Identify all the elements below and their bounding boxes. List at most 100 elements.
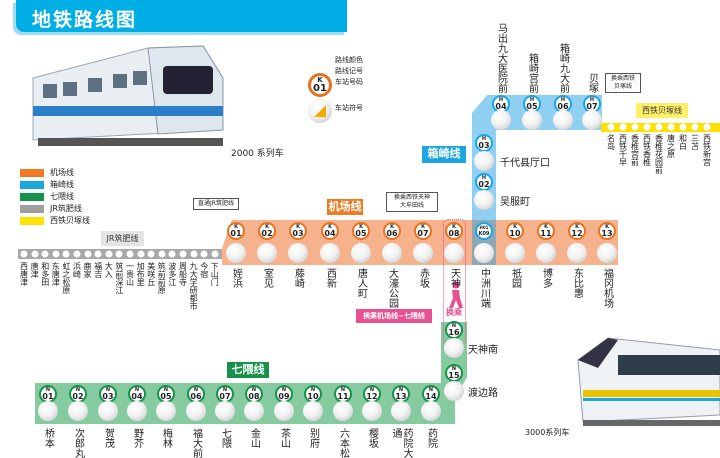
badge-station-number: 15 (448, 371, 460, 380)
station-name: 樱坂 (366, 428, 378, 448)
badge-station-number: 01 (230, 229, 242, 238)
badge-line-code: N (451, 366, 457, 372)
transfer-airport-nanakuma-label: 换乘机场线~七隈线 (356, 309, 432, 323)
station-symbol-icon (98, 401, 118, 421)
station-name: 千代县厅口 (500, 158, 550, 169)
station-symbol-icon (382, 243, 402, 263)
badge-line-code: K (421, 224, 425, 230)
station-name: 福大前 (190, 428, 202, 458)
station-symbol-icon (444, 338, 464, 358)
badge-station-number: 01 (42, 392, 54, 401)
station-name: 筑前深江 (114, 262, 124, 294)
station-name: 虹之松原 (61, 262, 71, 294)
station-name: 香椎宫前 (630, 134, 640, 166)
badge-line-code: N (163, 387, 169, 393)
station-dot (84, 250, 92, 258)
station-dot (190, 250, 198, 258)
legend-label: 机场线 (50, 168, 74, 177)
station-name: 周船寺 (178, 262, 188, 286)
station-name: 西铁千早 (618, 134, 628, 166)
station-name: 一贵山 (125, 262, 135, 286)
badge-station-number: 14 (425, 392, 437, 401)
station-name: 加布里 (136, 262, 146, 286)
airport-line-label: 机场线 (327, 199, 363, 215)
jr-line-band (18, 249, 228, 259)
badge-station-number: 02 (261, 229, 273, 238)
station-name: 博多 (540, 268, 552, 288)
station-name: 马出九大医院前 (495, 23, 507, 93)
station-symbol-icon (391, 401, 411, 421)
badge-line-code: N (222, 387, 228, 393)
badge-station-number: 06 (557, 102, 569, 111)
station-name: 渡边路 (468, 388, 498, 399)
key-line-code: 路线记号 (335, 67, 363, 75)
station-symbol-icon (582, 110, 602, 130)
station-dot (126, 250, 134, 258)
station-name: 贺茂 (102, 428, 114, 448)
badge-line-code: K (605, 224, 609, 230)
badge-station-number: 03 (102, 392, 114, 401)
station-name: 大濠公园 (386, 268, 398, 308)
badge-station-number: 07 (417, 229, 429, 238)
station-symbol-icon (474, 151, 494, 171)
badge-station-number: 09 (278, 392, 290, 401)
station-dot (41, 250, 49, 258)
key-station-symbol: 车站符号 (335, 104, 363, 112)
station-symbol-icon (413, 243, 433, 263)
badge-station-number: 02 (72, 392, 84, 401)
station-dot (62, 250, 70, 258)
station-name: 西唐津 (19, 262, 29, 286)
station-dot (607, 123, 615, 131)
station-dot (179, 250, 187, 258)
station-symbol-icon (257, 243, 277, 263)
badge-station-number: 06 (190, 392, 202, 401)
station-name: 波多江 (167, 262, 177, 286)
badge-line-code: N (398, 387, 404, 393)
station-name: 东唐津 (51, 262, 61, 286)
station-name: 大入 (104, 262, 114, 278)
station-dot (200, 250, 208, 258)
callout-jr-through: 直通JR筑肥线 (193, 198, 239, 210)
jr-line-label: JR筑肥线 (101, 231, 144, 246)
badge-line-code: H (481, 136, 487, 142)
station-dot (643, 123, 651, 131)
station-dot (703, 123, 711, 131)
badge-station-number: 03 (478, 141, 490, 150)
station-symbol-icon (597, 243, 617, 263)
station-symbol-icon (274, 401, 294, 421)
station-symbol-icon (553, 110, 573, 130)
station-name: 唐之原 (666, 134, 676, 158)
station-name: 福冈机场 (601, 268, 613, 308)
station-name: 天神 (448, 268, 460, 288)
station-dot (655, 123, 663, 131)
legend-swatch (20, 216, 44, 225)
badge-line-code: K (390, 224, 394, 230)
station-symbol-icon (421, 401, 441, 421)
badge-line-code: K (328, 224, 332, 230)
train-2000-caption: 2000 系列车 (231, 149, 284, 159)
badge-line-code: N (134, 387, 140, 393)
station-name: 药院 (425, 428, 437, 448)
badge-station-number: 10 (307, 392, 319, 401)
legend-item: 七隈线 (20, 191, 74, 202)
legend-label: 箱崎线 (50, 180, 74, 189)
station-symbol-icon (474, 243, 494, 263)
badge-station-number: 10 (509, 229, 521, 238)
badge-station-number: 07 (586, 102, 598, 111)
badge-line-code: N (428, 387, 434, 393)
legend-label: 西铁贝塚线 (50, 216, 90, 225)
legend-swatch (20, 192, 44, 201)
